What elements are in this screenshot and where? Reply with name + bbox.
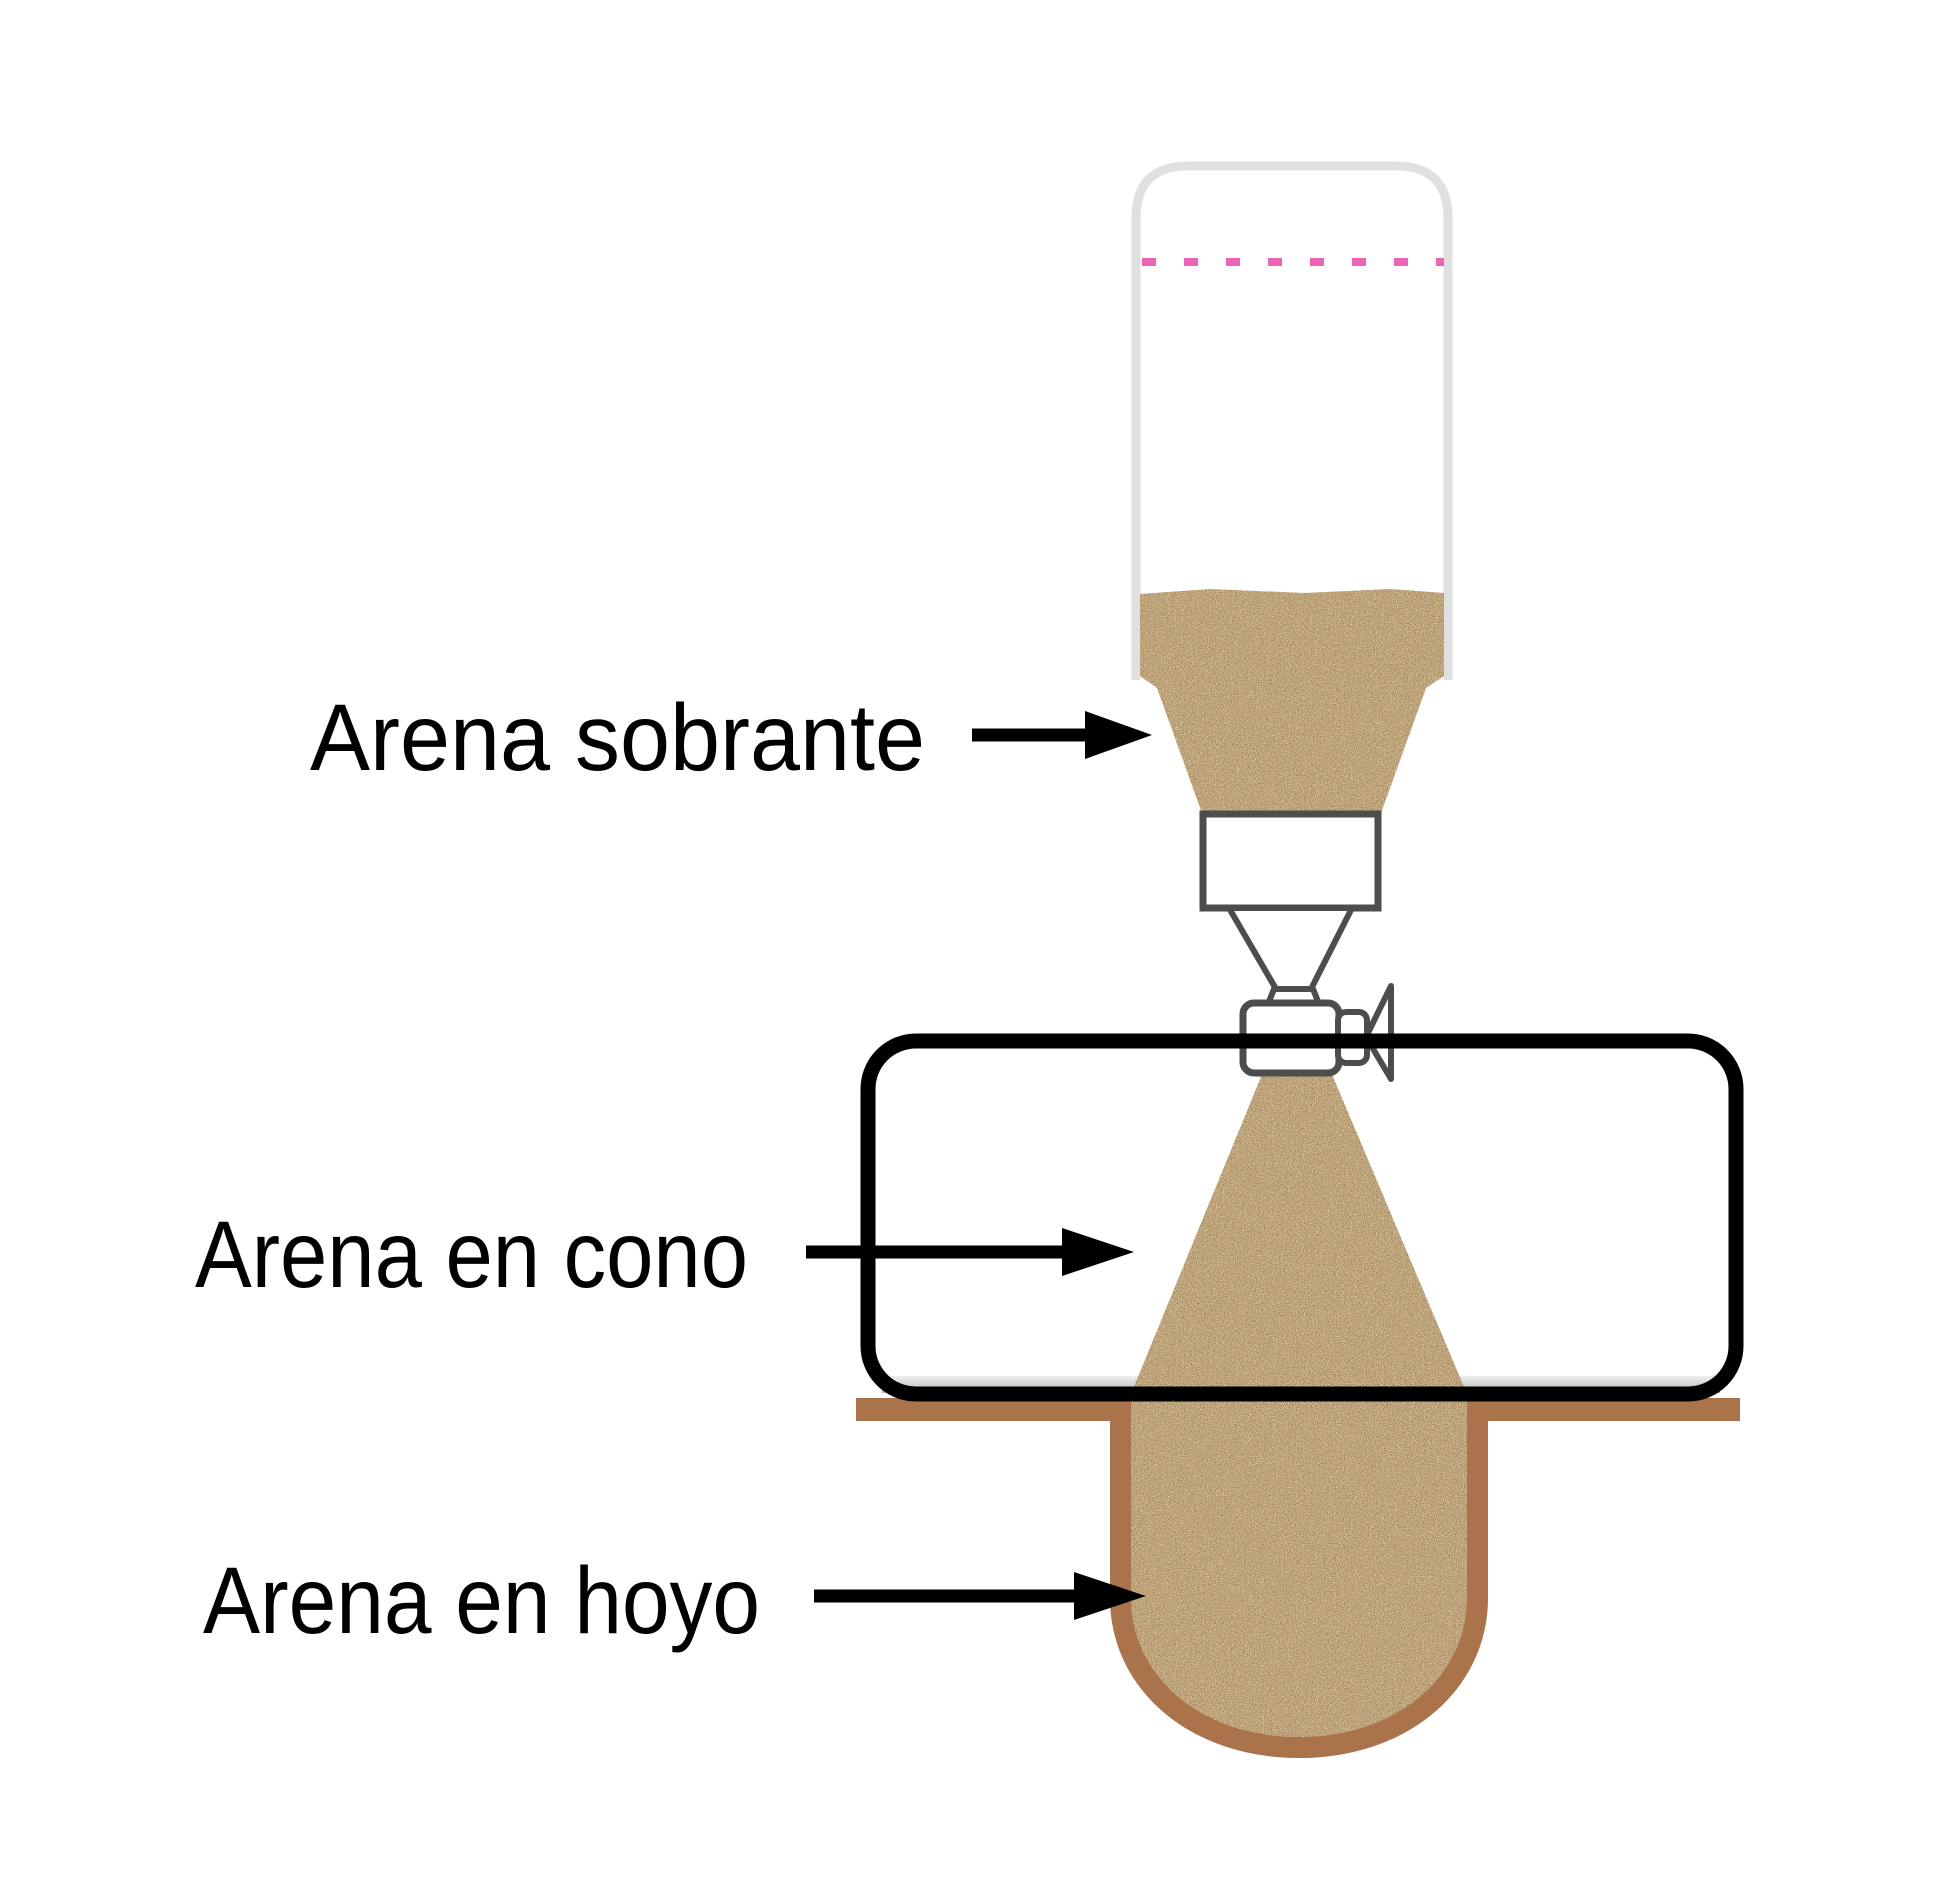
label-group-arena-en-cono: Arena en cono: [195, 1202, 1134, 1308]
ground-surface: [856, 1398, 1740, 1421]
arrow-arena-sobrante-head-icon: [1085, 711, 1152, 759]
sand-cone-texture: [1131, 1072, 1467, 1737]
funnel: [1226, 905, 1355, 1007]
sand-in-bottle-texture: [1140, 589, 1444, 816]
ground-bar-left: [856, 1398, 1128, 1421]
label-arena-en-hoyo: Arena en hoyo: [203, 1548, 760, 1654]
cap-connector: [1199, 810, 1382, 912]
ground-bar-right: [1470, 1398, 1740, 1421]
valve: [1239, 983, 1394, 1082]
valve-handle-icon: [1363, 983, 1394, 1082]
arrow-arena-en-cono-head-icon: [1062, 1228, 1134, 1276]
funnel-body: [1226, 905, 1355, 992]
sand-cone-and-hole-fill: [1131, 1072, 1467, 1737]
arrow-arena-en-hoyo-head-icon: [1074, 1572, 1146, 1620]
sand-bottle: [1131, 161, 1453, 816]
bottle-outline: [1131, 161, 1453, 680]
label-group-arena-sobrante: Arena sobrante: [310, 685, 1152, 791]
label-group-arena-en-hoyo: Arena en hoyo: [203, 1548, 1146, 1654]
cone-container-box: [860, 1033, 1744, 1402]
label-arena-sobrante: Arena sobrante: [310, 685, 925, 791]
label-arena-en-cono: Arena en cono: [195, 1202, 748, 1308]
